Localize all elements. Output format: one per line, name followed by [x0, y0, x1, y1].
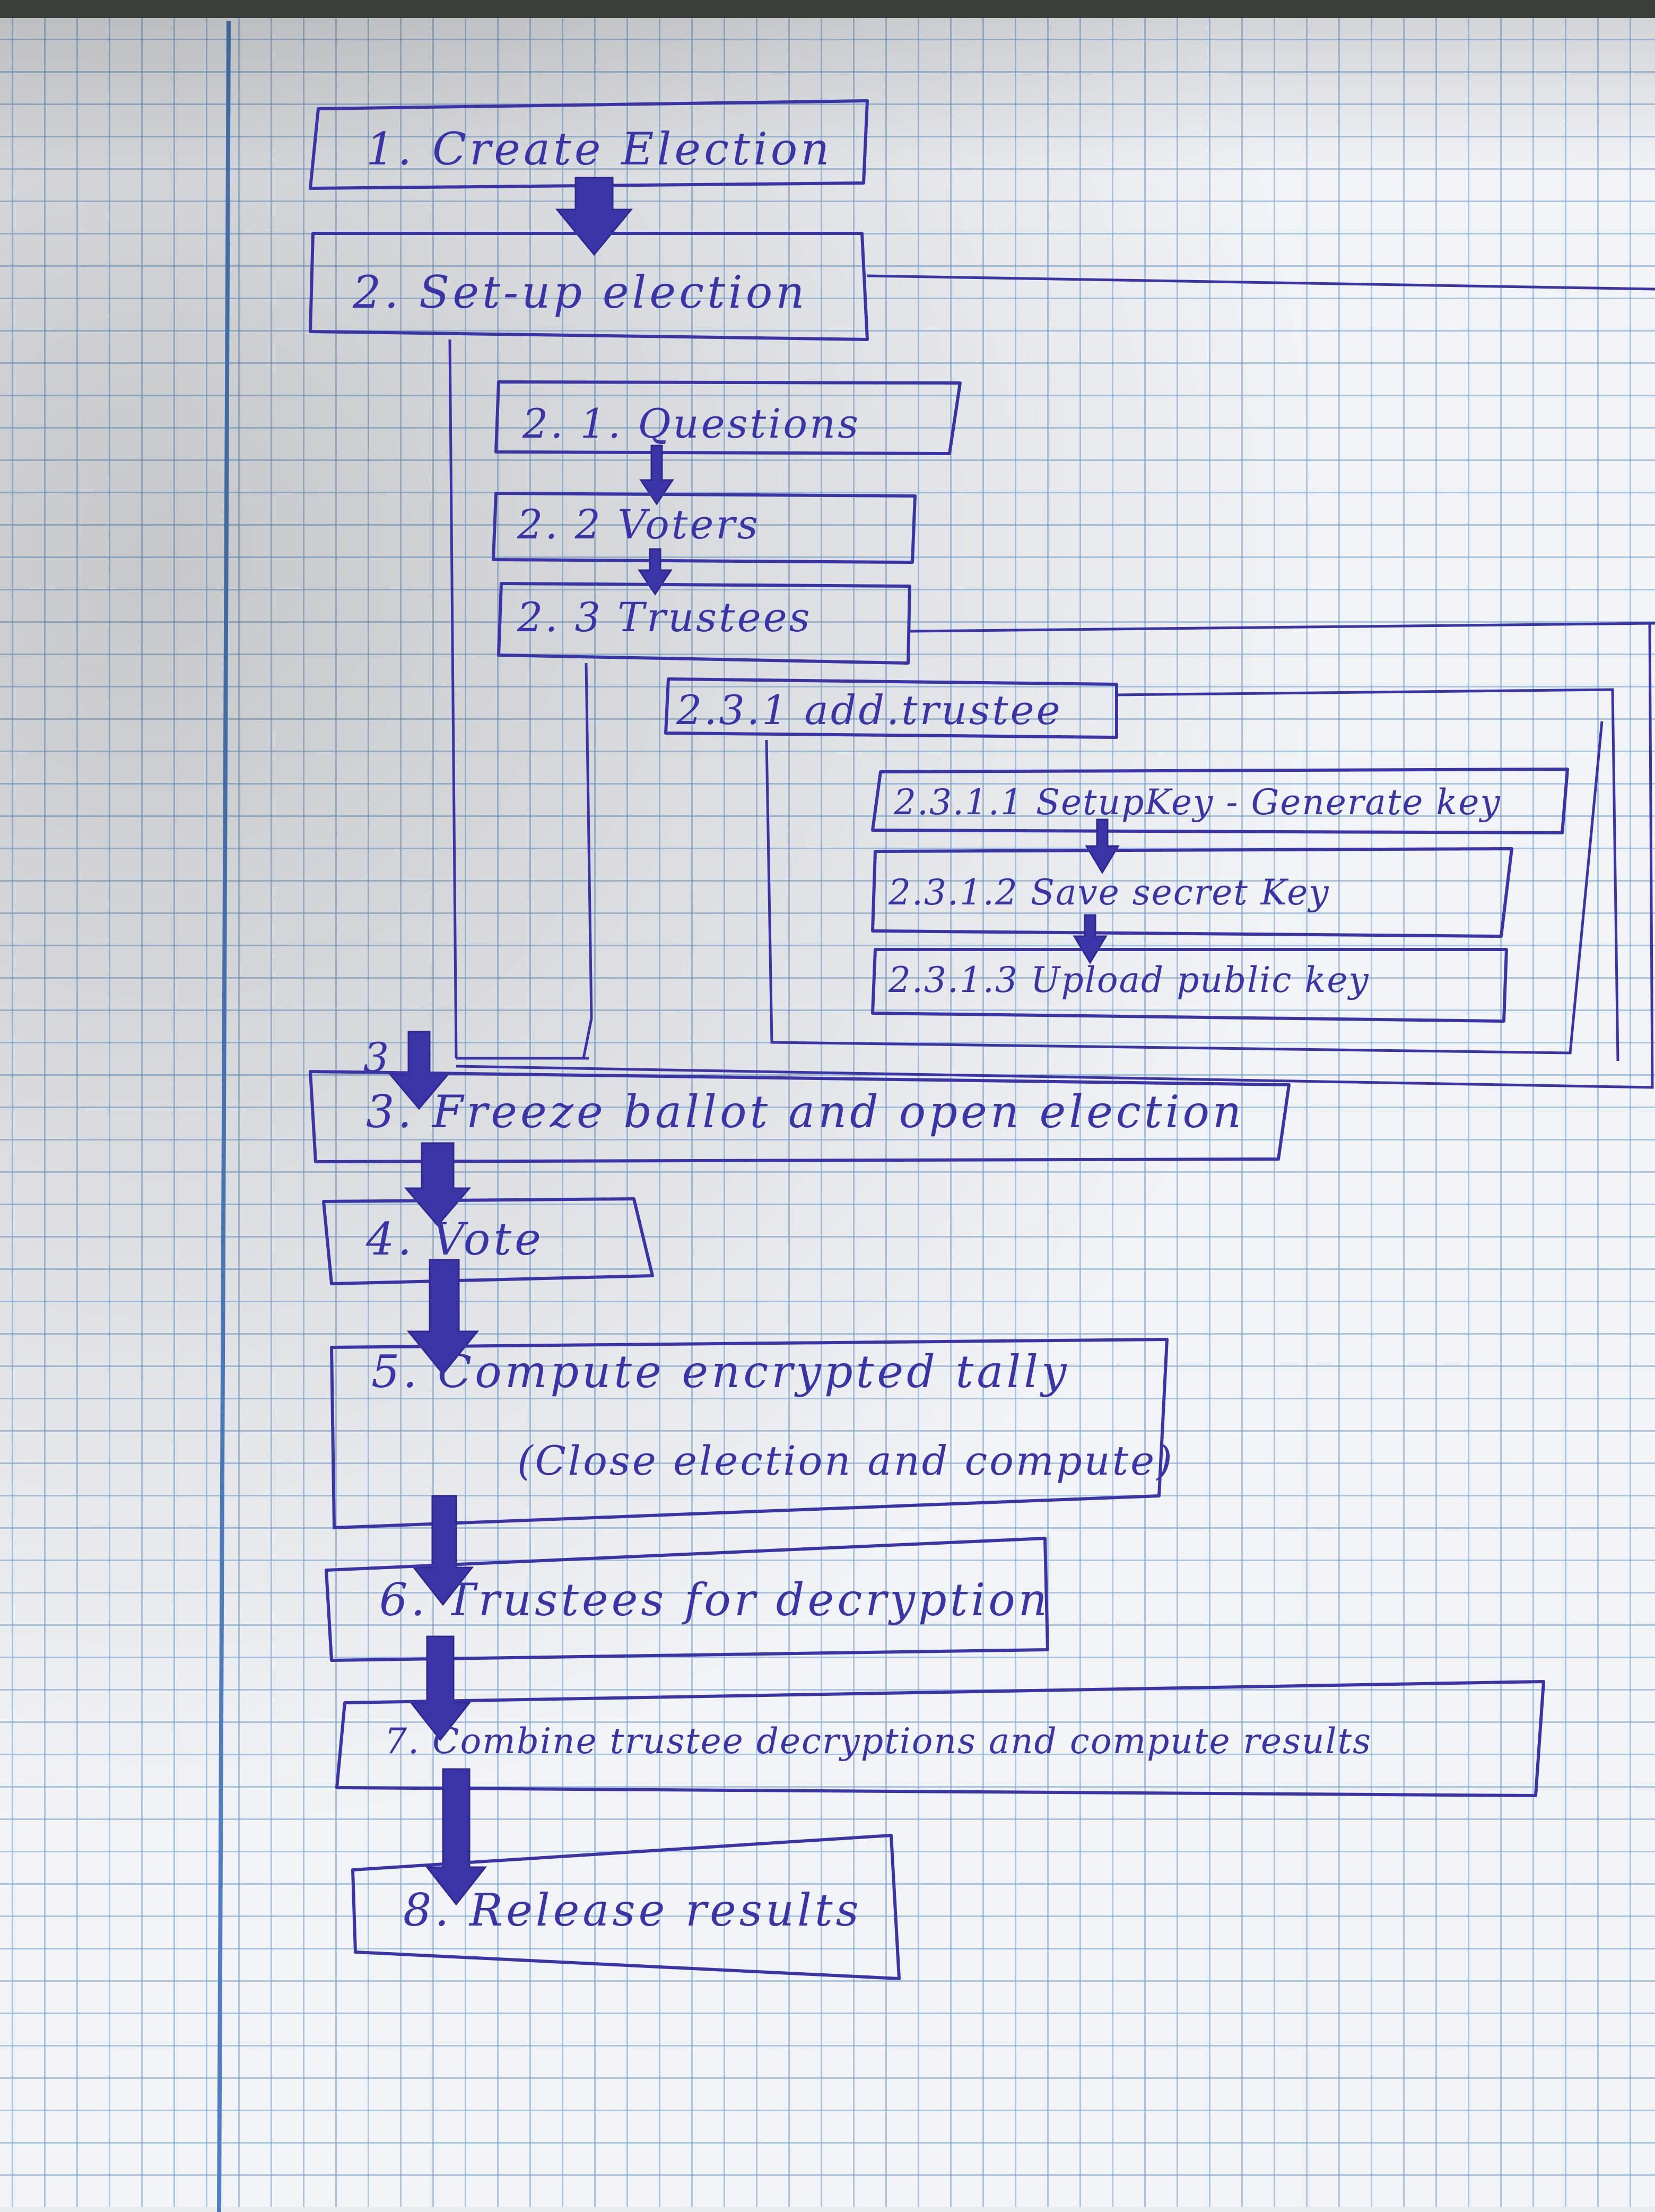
step-2-3-1-node: 2.3.1 add.trustee: [664, 677, 1118, 739]
step-3-node: 3. Freeze ballot and open election: [309, 1070, 1291, 1163]
step-2-outgoing-line: [867, 274, 1655, 291]
step-3-label: 3. Freeze ballot and open election: [366, 1086, 1244, 1138]
step-2-3-1-inner-bracket: [765, 721, 1604, 1055]
desk-edge: [0, 0, 1655, 18]
arrow-2-2-to-2-3: [638, 548, 673, 596]
step-2-3-1-3-box: [871, 948, 1508, 1023]
step-7-box: [335, 1680, 1545, 1797]
step-8-label: 8. Release results: [403, 1884, 862, 1936]
step-6-node: 6. Trustees for decryption: [325, 1537, 1050, 1662]
step-2-3-label: 2. 3 Trustees: [517, 594, 812, 641]
step-5-label: 5. Compute encrypted tally: [371, 1346, 1070, 1398]
step-2-3-outgoing-line: [909, 622, 1655, 633]
step-2-1-node: 2. 1. Questions: [494, 380, 962, 455]
arrow-2-3-1-2-to-3: [1073, 914, 1108, 964]
step-2-box: [309, 232, 869, 341]
step-2-3-1-outer-bracket: [1116, 688, 1619, 1061]
step-2-3-1-1-node: 2.3.1.1 SetupKey - Generate key: [871, 768, 1569, 834]
step-2-node: 2. Set-up election: [309, 232, 869, 341]
step-2-2-label: 2. 2 Voters: [517, 501, 760, 548]
step-2-2-node: 2. 2 Voters: [492, 492, 917, 564]
connector-2-to-3: [448, 339, 458, 1059]
step-4-node: 4. Vote: [322, 1197, 654, 1285]
arrow-1-to-2: [555, 177, 633, 256]
step-5-box: [330, 1338, 1169, 1529]
step-6-label: 6. Trustees for decryption: [379, 1574, 1050, 1626]
arrow-2-1-to-2-2: [639, 445, 674, 506]
step-4-box: [322, 1197, 654, 1285]
step-2-3-1-label: 2.3.1 add.trustee: [676, 686, 1062, 734]
step-7-node: 7. Combine trustee decryptions and compu…: [335, 1680, 1545, 1797]
step-5-node: 5. Compute encrypted tally (Close electi…: [330, 1338, 1174, 1529]
step-6-box: [325, 1537, 1049, 1662]
step-2-3-1-2-box: [871, 847, 1513, 938]
step-4-label: 4. Vote: [365, 1213, 544, 1265]
arrow-5-to-6: [412, 1495, 474, 1606]
step-2-2-box: [492, 492, 917, 564]
step-2-3-1-box: [664, 677, 1118, 739]
step-2-3-1-3-label: 2.3.1.3 Upload public key: [888, 960, 1370, 1000]
arrow-3-to-4: [404, 1142, 472, 1227]
step-1-label: 1. Create Election: [366, 123, 832, 175]
step-8-node: 8. Release results: [351, 1834, 901, 1980]
step-8-box: [351, 1834, 901, 1980]
step-2-3-node: 2. 3 Trustees: [497, 582, 911, 665]
step-2-3-1-2-label: 2.3.1.2 Save secret Key: [888, 872, 1330, 913]
step-7-label: 7. Combine trustee decryptions and compu…: [385, 1721, 1372, 1762]
step-2-3-box: [497, 582, 911, 665]
step-2-label: 2. Set-up election: [352, 266, 807, 318]
step-1-box: [309, 99, 869, 190]
step-5-note: (Close election and compute): [517, 1437, 1174, 1484]
trustees-return-line: [456, 623, 1654, 1089]
connector-2-3-down: [582, 663, 593, 1059]
step-2-1-box: [494, 380, 962, 455]
step-2-3-1-1-box: [871, 768, 1569, 834]
step-2-3-1-1-label: 2.3.1.1 SetupKey - Generate key: [893, 782, 1501, 823]
step-3-box: [309, 1070, 1291, 1163]
step-2-1-label: 2. 1. Questions: [522, 400, 860, 447]
step-2-3-1-3-node: 2.3.1.3 Upload public key: [871, 948, 1508, 1023]
arrow-7-to-8: [425, 1768, 487, 1906]
step-2-3-1-2-node: 2.3.1.2 Save secret Key: [871, 847, 1513, 938]
step-1-node: 1. Create Election: [309, 99, 869, 190]
arrow-2-3-1-1-to-2: [1085, 818, 1120, 874]
